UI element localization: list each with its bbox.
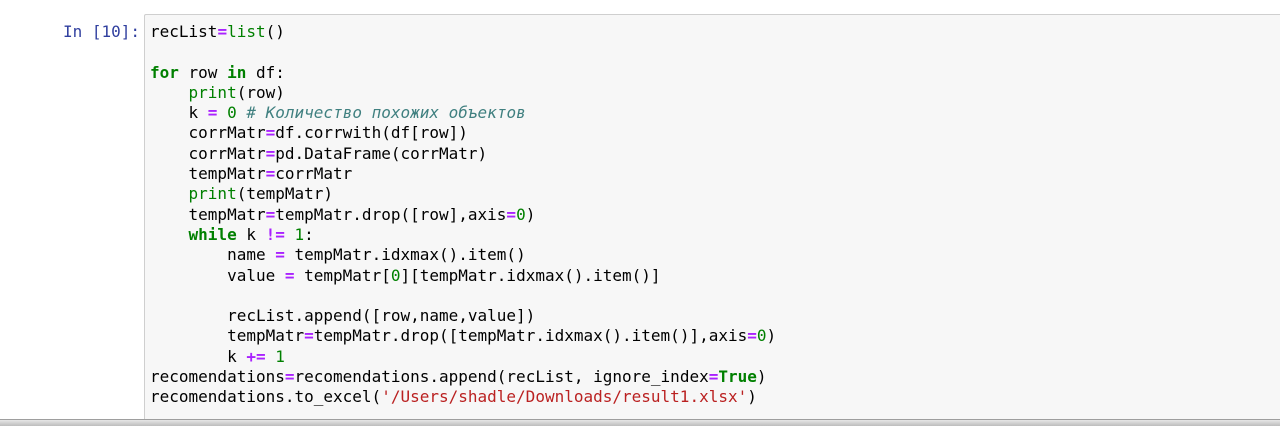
code-token <box>285 225 295 244</box>
code-token: (tempMatr) <box>236 184 334 204</box>
code-token: += <box>246 346 266 366</box>
code-line <box>150 42 776 62</box>
code-token: print <box>188 82 237 102</box>
code-token: 0 <box>516 204 526 224</box>
code-token: recomendations.append(recList, ignore_in… <box>294 367 709 387</box>
code-token: ) <box>747 387 757 407</box>
code-line: tempMatr=corrMatr <box>150 164 776 184</box>
code-token: while <box>188 224 237 244</box>
code-token: = <box>304 326 314 346</box>
code-token: recList <box>150 22 218 41</box>
code-token: 0 <box>756 326 767 346</box>
code-token: () <box>265 22 285 41</box>
code-token: row <box>178 62 228 82</box>
code-token: = <box>275 245 285 265</box>
code-line: print(row) <box>150 83 776 103</box>
code-token: = <box>747 326 757 346</box>
code-line: name = tempMatr.idxmax().item() <box>150 245 776 265</box>
code-token: (row) <box>236 82 285 102</box>
code-line: recList.append([row,name,value]) <box>150 306 776 326</box>
code-token: recomendations.to_excel( <box>150 387 382 407</box>
code-line: value = tempMatr[0][tempMatr.idxmax().it… <box>150 266 776 286</box>
code-token: in <box>227 62 247 82</box>
code-token: corrMatr <box>150 143 266 163</box>
code-token: list <box>227 22 266 41</box>
code-token: corrMatr <box>275 164 353 184</box>
code-token: = <box>506 204 517 224</box>
code-token: = <box>265 123 276 143</box>
code-token: = <box>284 265 295 285</box>
code-token: 1 <box>275 346 285 366</box>
code-token <box>150 225 189 244</box>
code-token: corrMatr <box>150 123 266 143</box>
code-line: recomendations.to_excel('/Users/shadle/D… <box>150 387 776 407</box>
code-line: tempMatr=tempMatr.drop([tempMatr.idxmax(… <box>150 326 776 346</box>
code-token: ][tempMatr.idxmax().item()] <box>400 265 661 285</box>
code-token: name <box>150 245 276 265</box>
code-editor[interactable]: recList=list()for row in df: print(row) … <box>150 22 776 408</box>
code-token: print <box>188 184 237 204</box>
code-line: k += 1 <box>150 347 776 367</box>
code-token: df.corrwith(df[row]) <box>275 123 468 143</box>
code-token: k <box>150 103 208 123</box>
code-token: k <box>236 224 266 244</box>
code-token: '/Users/shadle/Downloads/result1.xlsx' <box>381 387 748 407</box>
code-cell-input[interactable] <box>144 14 1280 426</box>
code-token: tempMatr.idxmax().item() <box>284 245 526 265</box>
code-token: 0 <box>227 103 237 123</box>
code-line: corrMatr=pd.DataFrame(corrMatr) <box>150 144 776 164</box>
code-token: tempMatr[ <box>294 265 391 285</box>
code-line: while k != 1: <box>150 225 776 245</box>
code-line: corrMatr=df.corrwith(df[row]) <box>150 123 776 143</box>
code-token: 0 <box>390 265 401 285</box>
code-token: = <box>265 204 276 224</box>
code-token: tempMatr <box>150 164 266 184</box>
code-token: = <box>265 164 276 184</box>
code-token: value <box>150 265 285 285</box>
code-token: tempMatr.drop([row],axis <box>275 204 507 224</box>
code-line: tempMatr=tempMatr.drop([row],axis=0) <box>150 205 776 225</box>
code-token: for <box>150 62 179 82</box>
code-token: = <box>708 367 719 387</box>
code-token <box>266 347 276 366</box>
code-line: recomendations=recomendations.append(rec… <box>150 367 776 387</box>
code-token: ) <box>766 326 777 346</box>
code-token: 1 <box>294 224 305 244</box>
code-token: recomendations <box>150 367 285 387</box>
code-token: = <box>265 143 276 163</box>
code-token: recList.append([row,name,value]) <box>150 306 536 326</box>
code-token: k <box>150 346 247 366</box>
code-token: ) <box>525 204 536 224</box>
code-token: # Количество похожих объектов <box>246 103 526 123</box>
code-token: tempMatr <box>150 326 305 346</box>
code-line: for row in df: <box>150 63 776 83</box>
window-bottom-edge <box>0 419 1280 426</box>
code-token: = <box>284 367 295 387</box>
code-token: : <box>304 224 314 244</box>
code-line <box>150 286 776 306</box>
code-token <box>150 83 189 102</box>
code-line: recList=list() <box>150 22 776 42</box>
code-token: = <box>217 22 228 41</box>
code-token: != <box>265 224 285 244</box>
code-token: tempMatr.drop([tempMatr.idxmax().item()]… <box>313 326 748 346</box>
code-token: ) <box>756 367 767 387</box>
code-token: True <box>718 367 757 387</box>
code-token <box>150 184 189 203</box>
code-token: = <box>207 103 218 123</box>
input-prompt: In [10]: <box>62 22 140 41</box>
code-token: df: <box>246 62 285 82</box>
code-token: tempMatr <box>150 204 266 224</box>
code-token: pd.DataFrame(corrMatr) <box>275 143 488 163</box>
code-token <box>217 103 227 122</box>
code-line: k = 0 # Количество похожих объектов <box>150 103 776 123</box>
code-line: print(tempMatr) <box>150 184 776 204</box>
code-token <box>237 103 247 122</box>
